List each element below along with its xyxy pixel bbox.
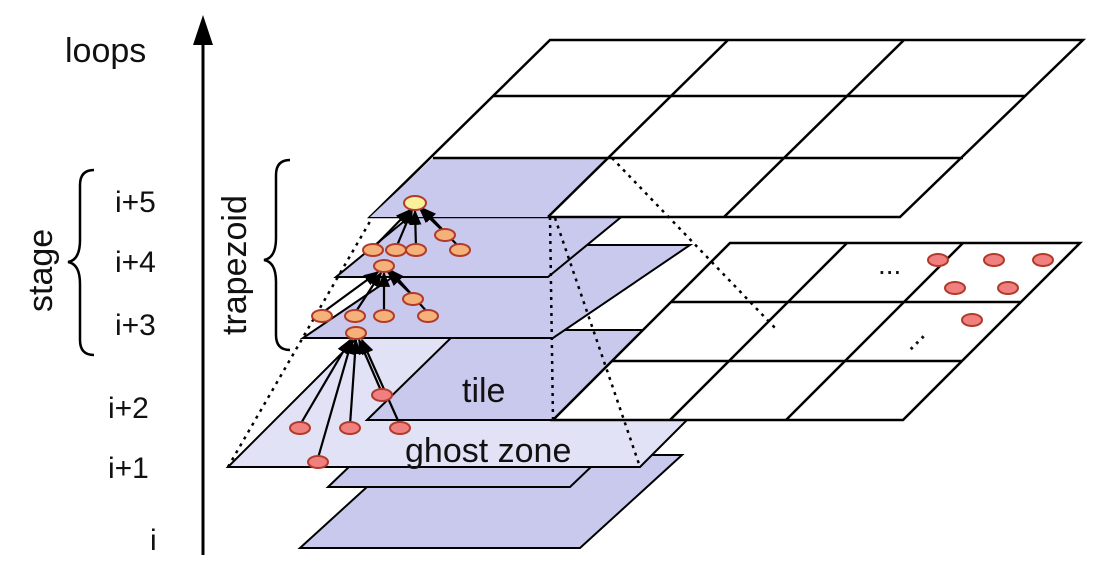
stage-bracket: [67, 168, 95, 357]
nodes-stage-i+4: [362, 228, 471, 273]
node: [307, 455, 329, 469]
node: [344, 309, 366, 323]
node: [449, 243, 471, 257]
node: [339, 421, 361, 435]
loops-axis: [193, 15, 213, 555]
node: [434, 228, 456, 242]
stage-label-i+3: i+3: [115, 309, 156, 342]
stage-labels: i+5 i+4 i+3 i+2 i+1 i: [108, 186, 157, 557]
trapezoid-bracket: [263, 158, 291, 352]
node: [997, 281, 1019, 295]
node: [961, 313, 983, 327]
trapezoid-label: trapezoid: [216, 195, 254, 335]
node: [385, 243, 407, 257]
node: [311, 309, 333, 323]
stage-label-i+5: i+5: [115, 186, 156, 219]
stage-bracket-label: stage: [22, 229, 60, 312]
node: [405, 243, 427, 257]
stage-label-i+2: i+2: [108, 392, 149, 425]
trapezoid-outline: [226, 157, 778, 468]
node: [402, 292, 424, 306]
tile-label: tile: [462, 372, 505, 410]
node: [403, 195, 427, 211]
node: [417, 309, 439, 323]
nodes-right-grid: [927, 253, 1054, 327]
nodes-stage-i+3: [311, 292, 439, 340]
stage-label-i: i: [150, 524, 157, 557]
stage-label-i+1: i+1: [108, 452, 149, 485]
top-grid: [366, 38, 1087, 219]
node: [371, 388, 393, 402]
node: [389, 421, 411, 435]
node: [373, 309, 395, 323]
nodes-stage-i+5: [403, 195, 427, 211]
node: [1032, 253, 1054, 267]
node: [983, 253, 1005, 267]
node: [927, 253, 949, 267]
stage-label-i+4: i+4: [115, 246, 156, 279]
ellipsis-horizontal: ...: [878, 249, 901, 280]
node: [289, 421, 311, 435]
node: [373, 259, 395, 273]
ghost-zone-label: ghost zone: [405, 432, 571, 470]
node: [345, 326, 367, 340]
node: [362, 243, 384, 257]
dependency-arrows: [299, 206, 461, 459]
node: [944, 281, 966, 295]
axis-title: loops: [65, 32, 146, 70]
nodes-stage-i+2: [289, 388, 411, 469]
